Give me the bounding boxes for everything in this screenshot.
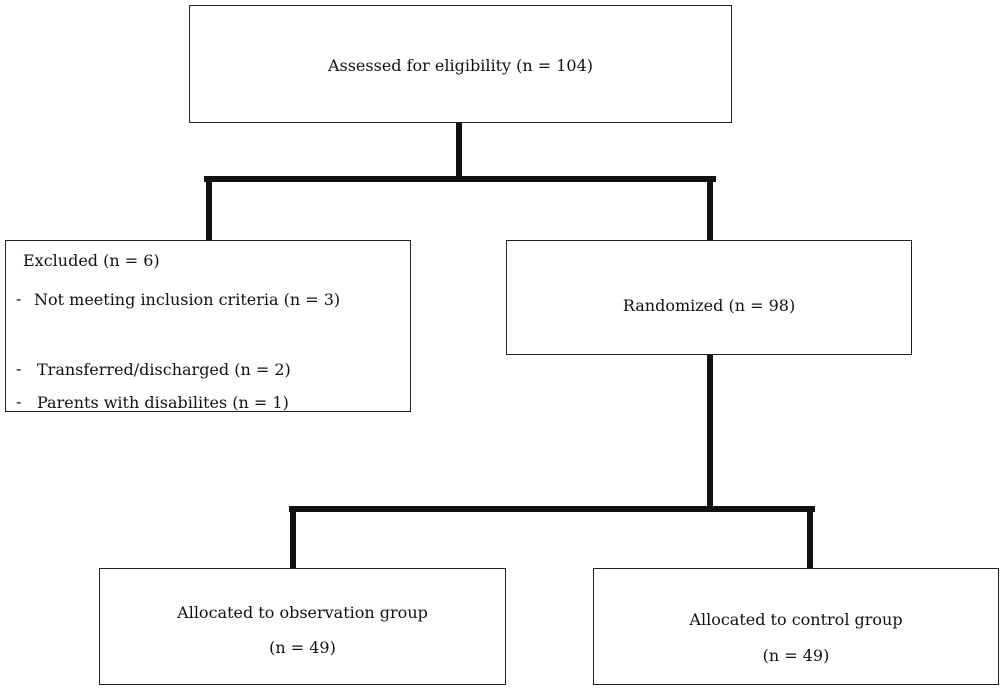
observation-group-label: Allocated to observation group [177,603,428,622]
control-group-box: Allocated to control group (n = 49) [593,568,999,685]
control-group-label: Allocated to control group [689,610,903,629]
observation-group-box: Allocated to observation group (n = 49) [99,568,506,685]
connector-to-excluded [206,176,212,240]
excluded-item-text: Parents with disabilites (n = 1) [37,393,289,412]
control-group-count: (n = 49) [762,646,830,665]
connector-split-horizontal [204,176,716,182]
connector-allocation-horizontal [289,506,815,512]
connector-to-randomized [707,176,713,240]
connector-to-control [807,506,813,568]
assessed-label: Assessed for eligibility (n = 104) [327,56,594,75]
excluded-item-bullet: - [16,392,22,411]
observation-group-count: (n = 49) [269,638,336,657]
randomized-label: Randomized (n = 98) [622,296,796,315]
excluded-item-bullet: - [16,359,22,378]
connector-to-observation [290,506,296,568]
randomized-box: Randomized (n = 98) [506,240,912,355]
connector-randomized-down [707,355,713,512]
excluded-title: Excluded (n = 6) [23,251,160,270]
excluded-item-text: Transferred/discharged (n = 2) [37,360,291,379]
excluded-box: Excluded (n = 6) - Not meeting inclusion… [5,240,411,412]
assessed-box: Assessed for eligibility (n = 104) [189,5,732,123]
excluded-item-text: Not meeting inclusion criteria (n = 3) [34,290,341,309]
connector-assessed-down [456,123,462,181]
excluded-item-bullet: - [16,289,22,308]
